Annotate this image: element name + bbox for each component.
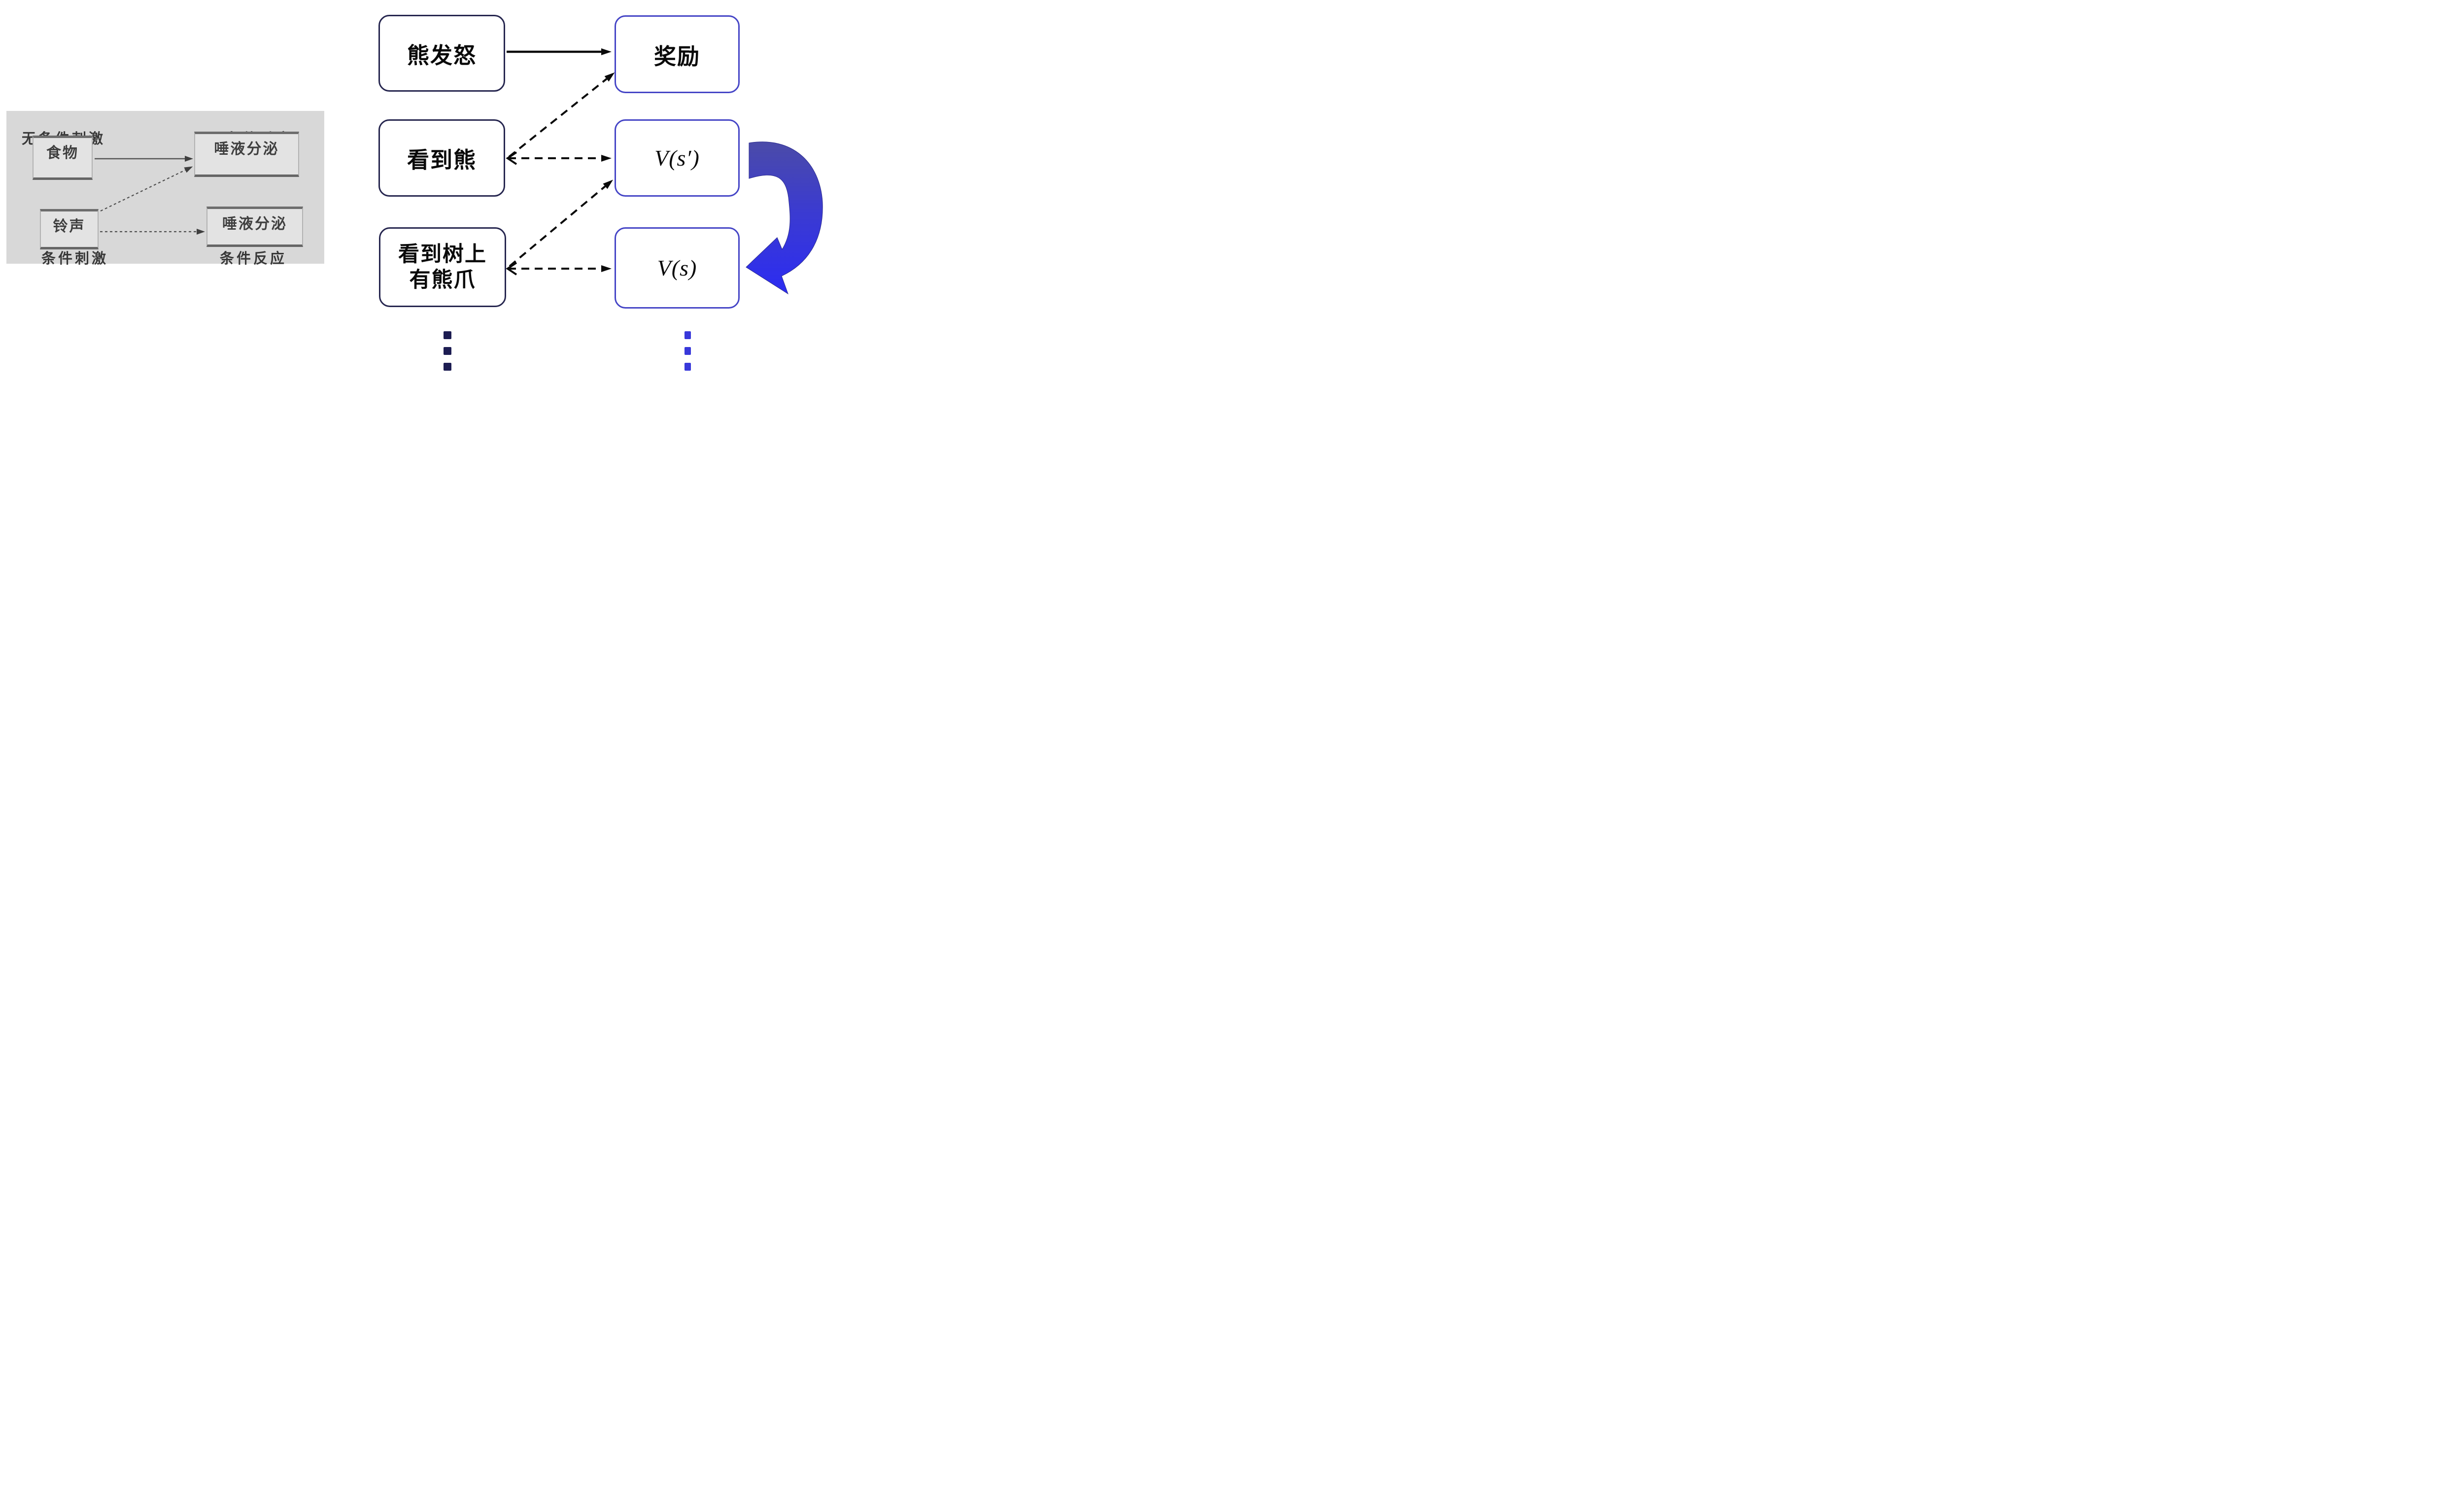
conditioned-stimulus-label: 条件刺激	[41, 251, 109, 267]
left-ellipsis-dot	[444, 331, 451, 339]
left-ellipsis-dot	[444, 363, 451, 371]
see-claws-open-arrowhead	[506, 262, 517, 276]
food-box: 食物	[33, 136, 93, 180]
right-ellipsis-dot	[684, 331, 691, 339]
loop-arrow-icon	[746, 141, 823, 295]
value-next-state-label: V(s′)	[654, 145, 700, 171]
saliva-top-box-label: 唾液分泌	[214, 141, 279, 157]
right-ellipsis-dot	[684, 347, 691, 355]
see-bear-box: 看到熊	[378, 119, 505, 197]
food-box-label: 食物	[46, 145, 79, 161]
see-bear-open-arrowhead	[506, 151, 517, 165]
pavlov-panel: 无条件刺激 无条件反应 食物 唾液分泌 铃声 唾液分泌 条件刺激 条件反应	[6, 111, 324, 267]
reward-box: 奖励	[615, 15, 740, 93]
see-bear-to-reward-dashed-arrow	[508, 72, 615, 158]
right-ellipsis-dot	[684, 363, 691, 371]
left-ellipsis-dot	[444, 347, 451, 355]
bear-angry-label: 熊发怒	[407, 42, 477, 68]
see-claws-label-line2: 有熊爪	[409, 268, 476, 292]
bell-box: 铃声	[40, 209, 99, 249]
see-bear-label: 看到熊	[407, 147, 477, 173]
bell-box-label: 铃声	[53, 218, 86, 235]
see-claws-label-line1: 看到树上	[398, 242, 487, 266]
conditioned-response-label: 条件反应	[220, 251, 287, 267]
value-next-state-box: V(s′)	[615, 119, 740, 197]
slide-canvas: 无条件刺激 无条件反应 食物 唾液分泌 铃声 唾液分泌 条件刺激 条件反应 熊发…	[0, 0, 827, 375]
reward-label: 奖励	[653, 43, 700, 69]
saliva-top-box: 唾液分泌	[194, 132, 299, 177]
bear-angry-box: 熊发怒	[378, 15, 505, 92]
value-current-state-label: V(s)	[657, 255, 697, 280]
saliva-bottom-box: 唾液分泌	[206, 207, 303, 247]
see-claws-to-value-next-dashed-arrow	[509, 179, 614, 267]
see-claws-box: 看到树上 有熊爪	[379, 227, 506, 307]
value-current-state-box: V(s)	[615, 227, 740, 309]
saliva-bottom-box-label: 唾液分泌	[222, 216, 287, 232]
